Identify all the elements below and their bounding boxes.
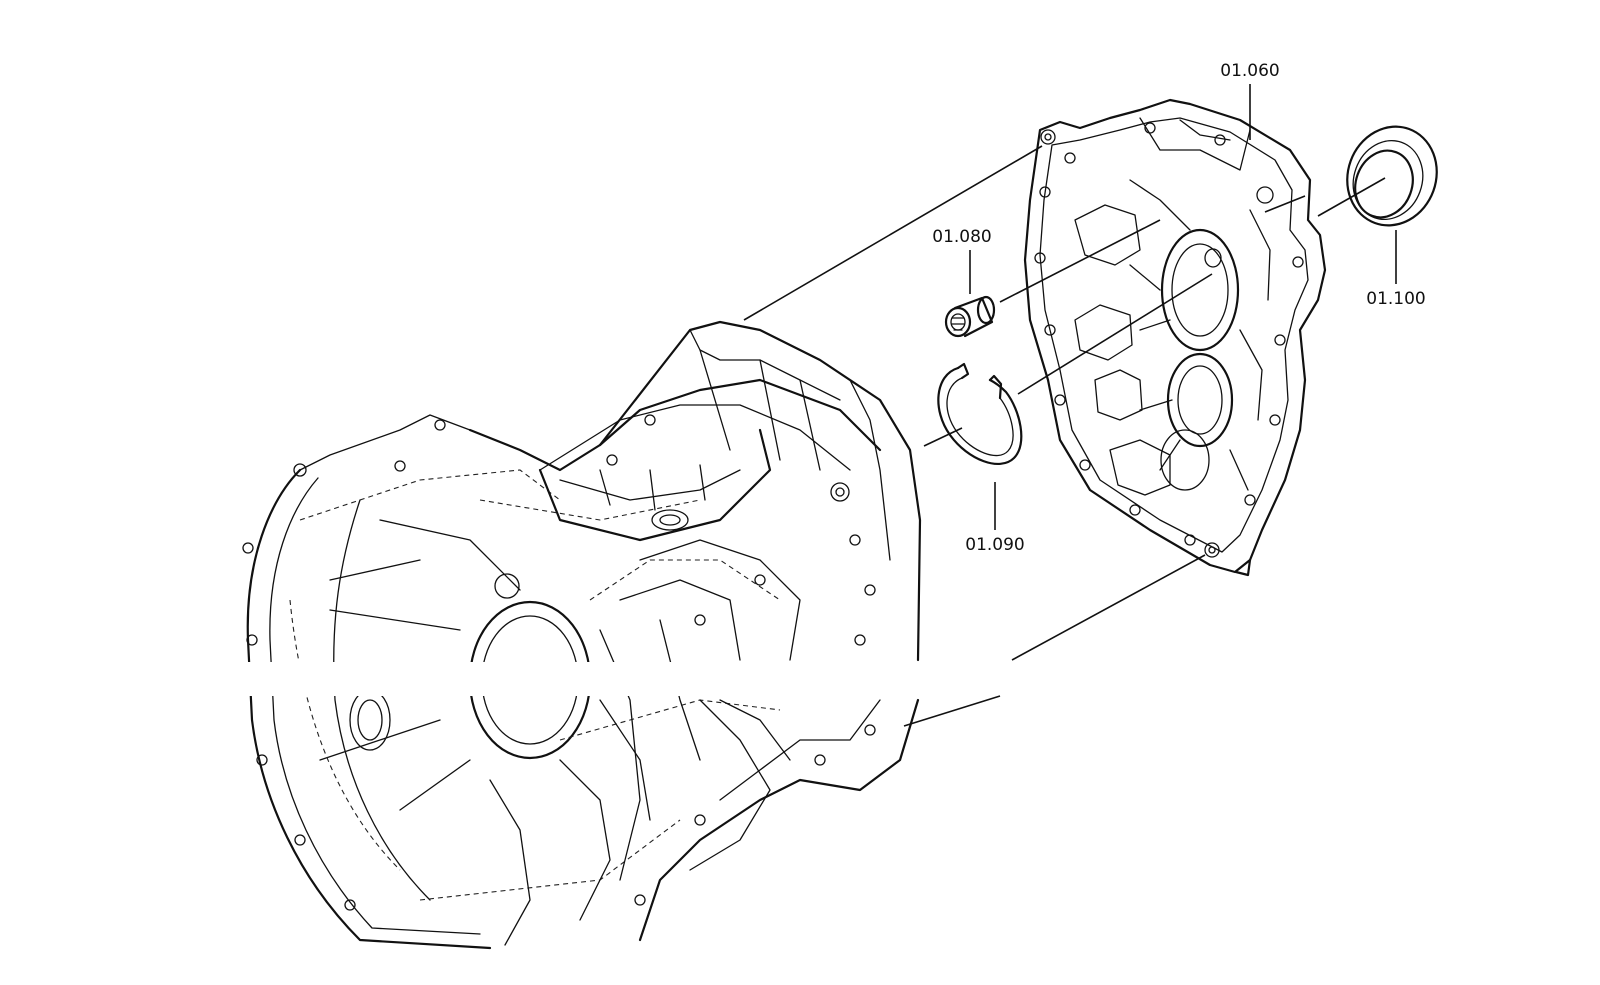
callout-01-090: 01.090 <box>965 482 1025 555</box>
callout-label: 01.100 <box>1366 289 1425 309</box>
callout-01-080: 01.080 <box>932 227 992 294</box>
seal-ring-part <box>1346 125 1438 227</box>
assembly-lines <box>743 145 1386 727</box>
bushing-part <box>944 295 996 338</box>
break-band <box>230 662 930 696</box>
rear-cover-part <box>1023 98 1327 577</box>
callout-label: 01.080 <box>932 227 991 247</box>
callout-01-100: 01.100 <box>1366 230 1426 309</box>
callout-01-060: 01.060 <box>1220 61 1280 140</box>
snap-ring-part <box>937 362 1023 466</box>
callout-label: 01.090 <box>965 535 1024 555</box>
transmission-housing <box>242 320 922 950</box>
callout-label: 01.060 <box>1220 61 1279 81</box>
